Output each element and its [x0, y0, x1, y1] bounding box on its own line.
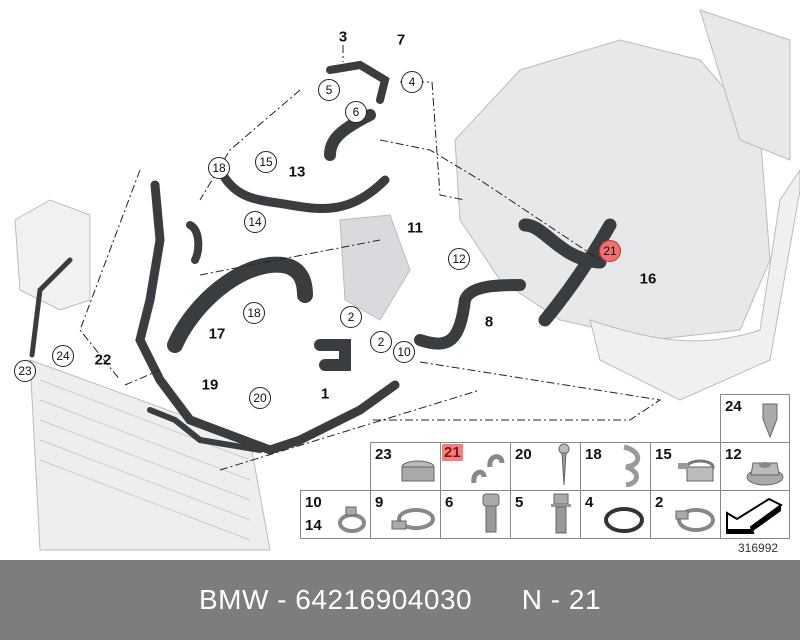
part-cell-4: 4 [580, 490, 651, 539]
parts-diagram: 3 7 13 11 16 8 17 22 19 1 4 5 6 18 15 14… [14, 9, 800, 555]
callout-17: 17 [208, 325, 226, 343]
callout-5: 5 [318, 79, 340, 101]
callout-18: 18 [243, 302, 265, 324]
o-ring-icon [604, 507, 644, 533]
part-cell-12: 12 [720, 442, 790, 491]
callout-18: 18 [208, 157, 230, 179]
callout-7: 7 [396, 31, 406, 49]
part-cell-15: 15 [650, 442, 721, 491]
hose-clamp-icon [401, 460, 435, 482]
callout-12: 12 [448, 248, 470, 270]
clip-icon [762, 403, 778, 439]
part-cell-20: 20 [510, 442, 581, 491]
spring-clamp-icon [678, 459, 715, 482]
hose-clamp-icon [675, 508, 715, 532]
callout-24: 24 [52, 345, 74, 367]
part-cell-9: 9 [370, 490, 441, 539]
footer-bar: BMW - 64216904030 N - 21 [0, 560, 800, 640]
pin-icon [558, 443, 570, 486]
brand-label: BMW [198, 584, 269, 615]
hose-illustration [14, 9, 800, 551]
callout-6: 6 [345, 101, 367, 123]
callout-3: 3 [338, 28, 348, 46]
clamp-icon [338, 506, 366, 533]
part-cell-6: 6 [440, 490, 511, 539]
direction-arrow-icon [726, 497, 783, 534]
flange-bolt-icon [551, 493, 571, 534]
callout-21-highlighted: 21 [599, 240, 621, 262]
callout-10: 10 [393, 341, 415, 363]
double-clip-icon [471, 454, 505, 484]
part-cell-18: 18 [580, 442, 651, 491]
part-cell-21-highlighted: 21 [440, 442, 511, 491]
callout-11: 11 [407, 219, 423, 237]
nut-icon [746, 462, 784, 486]
diagram-reference-number: 316992 [738, 541, 779, 555]
callout-14: 14 [244, 211, 266, 233]
position-label: N - 21 [521, 584, 602, 615]
separator: - [268, 584, 296, 615]
callout-13: 13 [288, 163, 306, 181]
part-cell-5: 5 [510, 490, 581, 539]
callout-15: 15 [255, 151, 277, 173]
bolt-icon [482, 493, 500, 533]
callout-23: 23 [14, 360, 36, 382]
part-cell-23: 23 [370, 442, 441, 491]
part-cell-24: 24 [720, 394, 790, 443]
part-cell-arrow [720, 490, 790, 539]
callout-2: 2 [340, 306, 362, 328]
callout-20: 20 [249, 387, 271, 409]
holder-icon [623, 444, 641, 487]
part-number: 64216904030 [295, 584, 473, 615]
callout-19: 19 [201, 376, 219, 394]
part-cell-2: 2 [650, 490, 721, 539]
worm-clamp-icon [391, 508, 435, 530]
callout-16: 16 [639, 270, 657, 288]
callout-22: 22 [94, 351, 112, 369]
callout-1: 1 [320, 385, 330, 403]
callout-2: 2 [370, 331, 392, 353]
callout-8: 8 [484, 313, 494, 331]
callout-4: 4 [401, 71, 423, 93]
